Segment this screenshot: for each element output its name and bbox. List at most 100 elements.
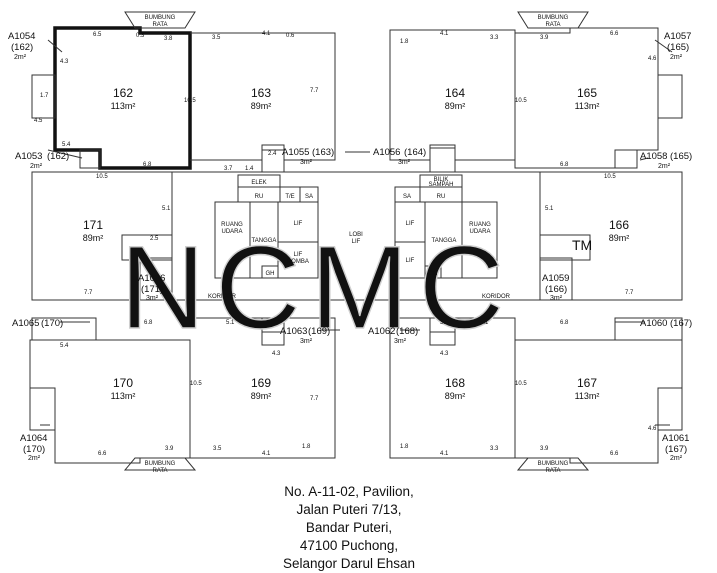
accessory-code: A1064 <box>20 433 47 444</box>
dim-label: 3.9 <box>165 446 174 452</box>
unit-area: 89m² <box>251 101 272 111</box>
accessory-area: 2m² <box>658 163 671 170</box>
address-line: 47100 Puchong, <box>299 538 399 553</box>
accessory-code: A1065 <box>12 318 39 329</box>
unit-number: 171 <box>83 218 103 232</box>
accessory-area: 2m² <box>14 54 27 61</box>
unit-number: 164 <box>445 86 465 100</box>
roof-label-line2: RATA <box>152 22 167 28</box>
core-label: T/E <box>285 194 294 200</box>
unit-area: 89m² <box>83 233 104 243</box>
core-label: LIF <box>294 252 303 258</box>
core-label: RUANG <box>469 222 491 228</box>
core-label: TANGGA <box>432 238 457 244</box>
core-label: GH <box>266 271 275 277</box>
accessory-code: A1056 <box>373 147 400 158</box>
dim-label: 6.6 <box>98 451 107 457</box>
address-line: Selangor Darul Ehsan <box>282 556 416 571</box>
watermark: NCMC <box>120 222 514 354</box>
roof-label-line1: BUMBUNG <box>538 461 569 467</box>
core-label: SA <box>403 194 411 200</box>
unit-number: 168 <box>445 376 465 390</box>
accessory-unit: (165) <box>670 151 692 162</box>
unit-area: 113m² <box>575 391 600 401</box>
dim-label: 6.6 <box>610 451 619 457</box>
accessory-code: A1063 <box>280 326 307 337</box>
unit-area: 89m² <box>251 391 272 401</box>
dim-label: 7.7 <box>625 290 634 296</box>
dim-label: 6.8 <box>144 320 153 326</box>
dim-label: 10.5 <box>604 174 616 180</box>
core-label: RU <box>255 194 264 200</box>
core-label: BILIK <box>434 177 449 183</box>
accessory-unit: (170) <box>41 318 63 329</box>
dim-label: 4.1 <box>262 31 271 37</box>
core-label: GH <box>429 271 438 277</box>
accessory-area: 2m² <box>30 163 43 170</box>
dim-label: 3.8 <box>164 36 173 42</box>
unit-area: 89m² <box>445 101 466 111</box>
accessory-area: 2m² <box>670 455 683 462</box>
unit-number: 163 <box>251 86 271 100</box>
address-line: Bandar Puteri, <box>305 520 393 535</box>
dim-label: 6.8 <box>560 162 569 168</box>
dim-label: 1.8 <box>400 444 409 450</box>
core-label: ELEK <box>251 180 266 186</box>
dim-label: 4.1 <box>440 451 449 457</box>
corridor-label: KORIDOR <box>208 294 237 300</box>
accessory-code: A1061 <box>662 433 689 444</box>
dim-label: 6.8 <box>560 320 569 326</box>
accessory-unit: (170) <box>23 444 45 455</box>
dim-label: 4.3 <box>440 351 449 357</box>
core-label: RU <box>437 194 446 200</box>
accessory-area: 3m² <box>300 159 313 166</box>
dim-label: 6.6 <box>610 31 619 37</box>
accessory-unit: (171) <box>141 284 163 295</box>
accessory-unit: (166) <box>545 284 567 295</box>
dim-label: 2.5 <box>150 236 159 242</box>
dim-label: 3.0 <box>440 320 449 326</box>
unit-area: 89m² <box>445 391 466 401</box>
unit-area: 113m² <box>575 101 600 111</box>
accessory-unit: (165) <box>667 42 689 53</box>
roof-label-line1: BUMBUNG <box>538 15 569 21</box>
dim-label: 7.7 <box>310 396 319 402</box>
accessory-code: A1060 <box>640 318 667 329</box>
core-label: BOMBA <box>287 259 309 265</box>
core-label: LIF <box>406 258 415 264</box>
address-line: No. A-11-02, Pavilion, <box>284 484 414 499</box>
accessory-area: 3m² <box>394 338 407 345</box>
dim-label: 10.5 <box>515 98 527 104</box>
dim-label: 10.5 <box>190 381 202 387</box>
address-block: No. A-11-02, Pavilion, Jalan Puteri 7/13… <box>249 483 449 573</box>
dim-label: 4.3 <box>272 351 281 357</box>
core-label: UDARA <box>469 229 490 235</box>
accessory-code: A1053 <box>15 151 42 162</box>
dim-label: 3.7 <box>224 166 233 172</box>
dim-label: 4.3 <box>60 59 69 65</box>
core-label: RUANG <box>221 222 243 228</box>
roof-label-line2: RATA <box>152 468 167 474</box>
dim-label: 3.9 <box>540 446 549 452</box>
dim-label: 7.7 <box>310 88 319 94</box>
accessory-area: 3m² <box>550 295 563 302</box>
watermark-tm: TM <box>572 237 592 253</box>
dim-label: 3.5 <box>212 35 221 41</box>
dim-label: 5.1 <box>226 320 235 326</box>
dim-label: 3.5 <box>213 446 222 452</box>
unit-area: 89m² <box>609 233 630 243</box>
accessory-area: 2m² <box>670 54 683 61</box>
unit-number: 170 <box>113 376 133 390</box>
lobby-label: LIF <box>352 239 361 245</box>
dim-label: 4.1 <box>262 451 271 457</box>
core-label: UDARA <box>221 229 242 235</box>
dim-label: 4.1 <box>440 31 449 37</box>
dim-label: 4.5 <box>34 118 43 124</box>
lobby-label: LOBI <box>349 232 363 238</box>
dim-label: 3.9 <box>540 35 549 41</box>
roof-label-line2: RATA <box>545 468 560 474</box>
unit-number: 167 <box>577 376 597 390</box>
roof-label-line2: RATA <box>545 22 560 28</box>
accessory-unit: (167) <box>670 318 692 329</box>
